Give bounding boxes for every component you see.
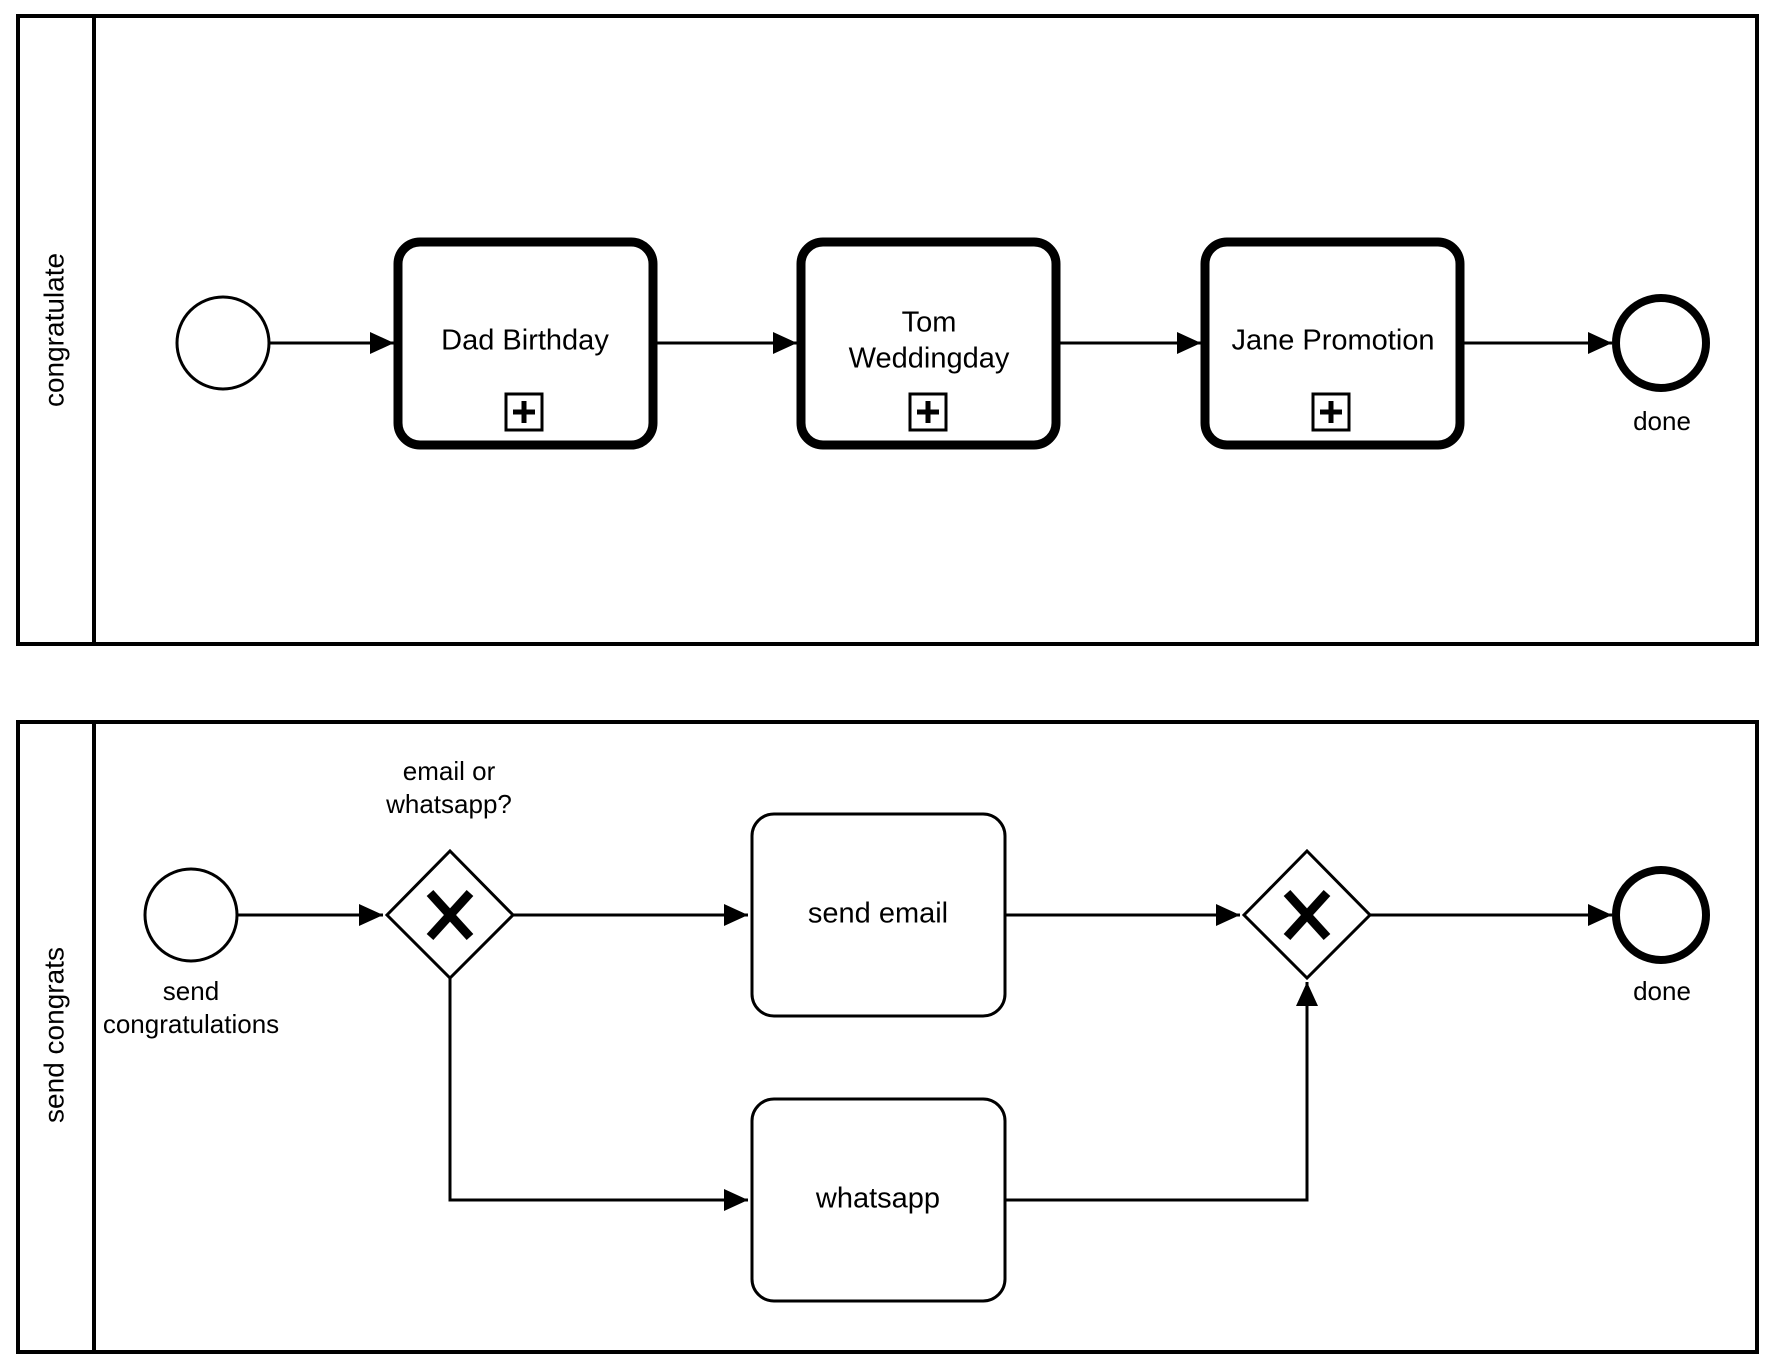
plus-in-square-icon xyxy=(1311,392,1351,432)
subprocess-tom-weddingday-label-line2: Weddingday xyxy=(849,343,1010,375)
exclusive-gateway-split[interactable] xyxy=(384,848,516,981)
end-event-done[interactable] xyxy=(1612,866,1710,964)
sequence-flow[interactable] xyxy=(448,978,748,1211)
end-event-done-label: done xyxy=(1633,406,1691,436)
task-whatsapp[interactable]: whatsapp xyxy=(750,1097,1007,1303)
plus-in-square-icon xyxy=(504,392,544,432)
gateway-split-label-line2: whatsapp? xyxy=(385,789,512,819)
pool-congratulate-label: congratulate xyxy=(38,253,69,407)
task-send-email[interactable]: send email xyxy=(750,812,1007,1018)
subprocess-jane-promotion-label: Jane Promotion xyxy=(1231,325,1434,357)
exclusive-gateway-merge[interactable] xyxy=(1241,848,1373,981)
plus-in-square-icon xyxy=(908,392,948,432)
subprocess-tom-weddingday-label-line1: Tom xyxy=(902,307,957,339)
pool-send-congrats-border xyxy=(16,720,1759,1354)
start-event-label-line2: congratulations xyxy=(103,1009,279,1039)
start-event-send-congratulations[interactable] xyxy=(143,867,239,963)
start-event[interactable] xyxy=(175,295,271,391)
subprocess-dad-birthday[interactable]: Dad Birthday xyxy=(393,237,658,450)
start-event-label-line1: send xyxy=(163,976,219,1006)
gateway-split-label-line1: email or xyxy=(403,756,496,786)
sequence-flow[interactable] xyxy=(1005,982,1318,1202)
end-event-done-label: done xyxy=(1633,976,1691,1006)
end-event-done[interactable] xyxy=(1612,294,1710,392)
task-whatsapp-label: whatsapp xyxy=(815,1183,940,1215)
task-send-email-label: send email xyxy=(808,898,948,930)
pool-congratulate-border xyxy=(16,14,1759,646)
pool-congratulate: congratulate Dad Birthday Tom Weddingday xyxy=(16,14,1759,646)
subprocess-dad-birthday-label: Dad Birthday xyxy=(441,325,609,357)
pool-send-congrats: send congrats send congratulations email… xyxy=(16,720,1759,1354)
x-exclusive-gateway-icon xyxy=(426,889,474,941)
pool-send-congrats-label: send congrats xyxy=(38,947,69,1123)
subprocess-tom-weddingday[interactable]: Tom Weddingday xyxy=(796,237,1061,450)
x-exclusive-gateway-icon xyxy=(1283,889,1331,941)
subprocess-jane-promotion[interactable]: Jane Promotion xyxy=(1200,237,1465,450)
